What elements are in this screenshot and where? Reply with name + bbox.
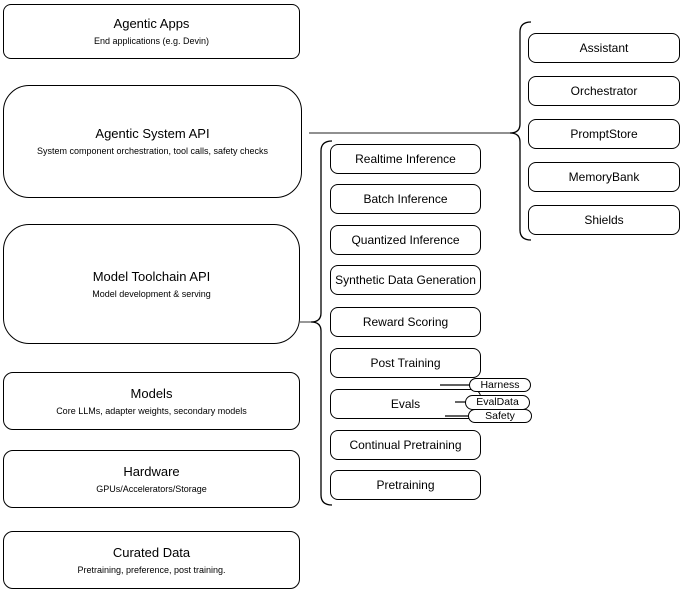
- node-promptstore: PromptStore: [528, 119, 680, 149]
- node-batch-inference: Batch Inference: [330, 184, 481, 214]
- node-title: Agentic Apps: [113, 16, 190, 31]
- node-assistant: Assistant: [528, 33, 680, 63]
- node-synthetic-data-generation: Synthetic Data Generation: [330, 265, 481, 295]
- node-agentic-system-api: Agentic System API System component orch…: [3, 85, 302, 198]
- node-realtime-inference: Realtime Inference: [330, 144, 481, 174]
- node-models: Models Core LLMs, adapter weights, secon…: [3, 372, 300, 430]
- node-title: Model Toolchain API: [92, 268, 211, 284]
- node-subtitle: Core LLMs, adapter weights, secondary mo…: [56, 405, 247, 416]
- tag-safety: Safety: [468, 409, 532, 423]
- node-subtitle: Model development & serving: [92, 288, 211, 299]
- tag-harness: Harness: [469, 378, 531, 392]
- node-continual-pretraining: Continual Pretraining: [330, 430, 481, 460]
- node-subtitle: System component orchestration, tool cal…: [36, 146, 269, 156]
- node-pretraining: Pretraining: [330, 470, 481, 500]
- node-orchestrator: Orchestrator: [528, 76, 680, 106]
- node-reward-scoring: Reward Scoring: [330, 307, 481, 337]
- node-title: Hardware: [123, 463, 180, 479]
- node-quantized-inference: Quantized Inference: [330, 225, 481, 255]
- node-post-training: Post Training: [330, 348, 481, 378]
- node-subtitle: End applications (e.g. Devin): [93, 36, 210, 46]
- node-subtitle: Pretraining, preference, post training.: [77, 564, 226, 575]
- node-title: Agentic System API: [95, 126, 210, 141]
- node-curated-data: Curated Data Pretraining, preference, po…: [3, 531, 300, 589]
- node-subtitle: GPUs/Accelerators/Storage: [96, 483, 207, 494]
- node-evals: Evals: [330, 389, 481, 419]
- node-model-toolchain-api: Model Toolchain API Model development & …: [3, 224, 300, 344]
- node-memorybank: MemoryBank: [528, 162, 680, 192]
- brace-toolchain-group: [310, 140, 333, 506]
- node-agentic-apps: Agentic Apps End applications (e.g. Devi…: [3, 4, 300, 59]
- node-shields: Shields: [528, 205, 680, 235]
- node-hardware: Hardware GPUs/Accelerators/Storage: [3, 450, 300, 508]
- node-title: Models: [130, 385, 173, 401]
- node-title: Curated Data: [112, 544, 191, 560]
- tag-evaldata: EvalData: [465, 395, 530, 410]
